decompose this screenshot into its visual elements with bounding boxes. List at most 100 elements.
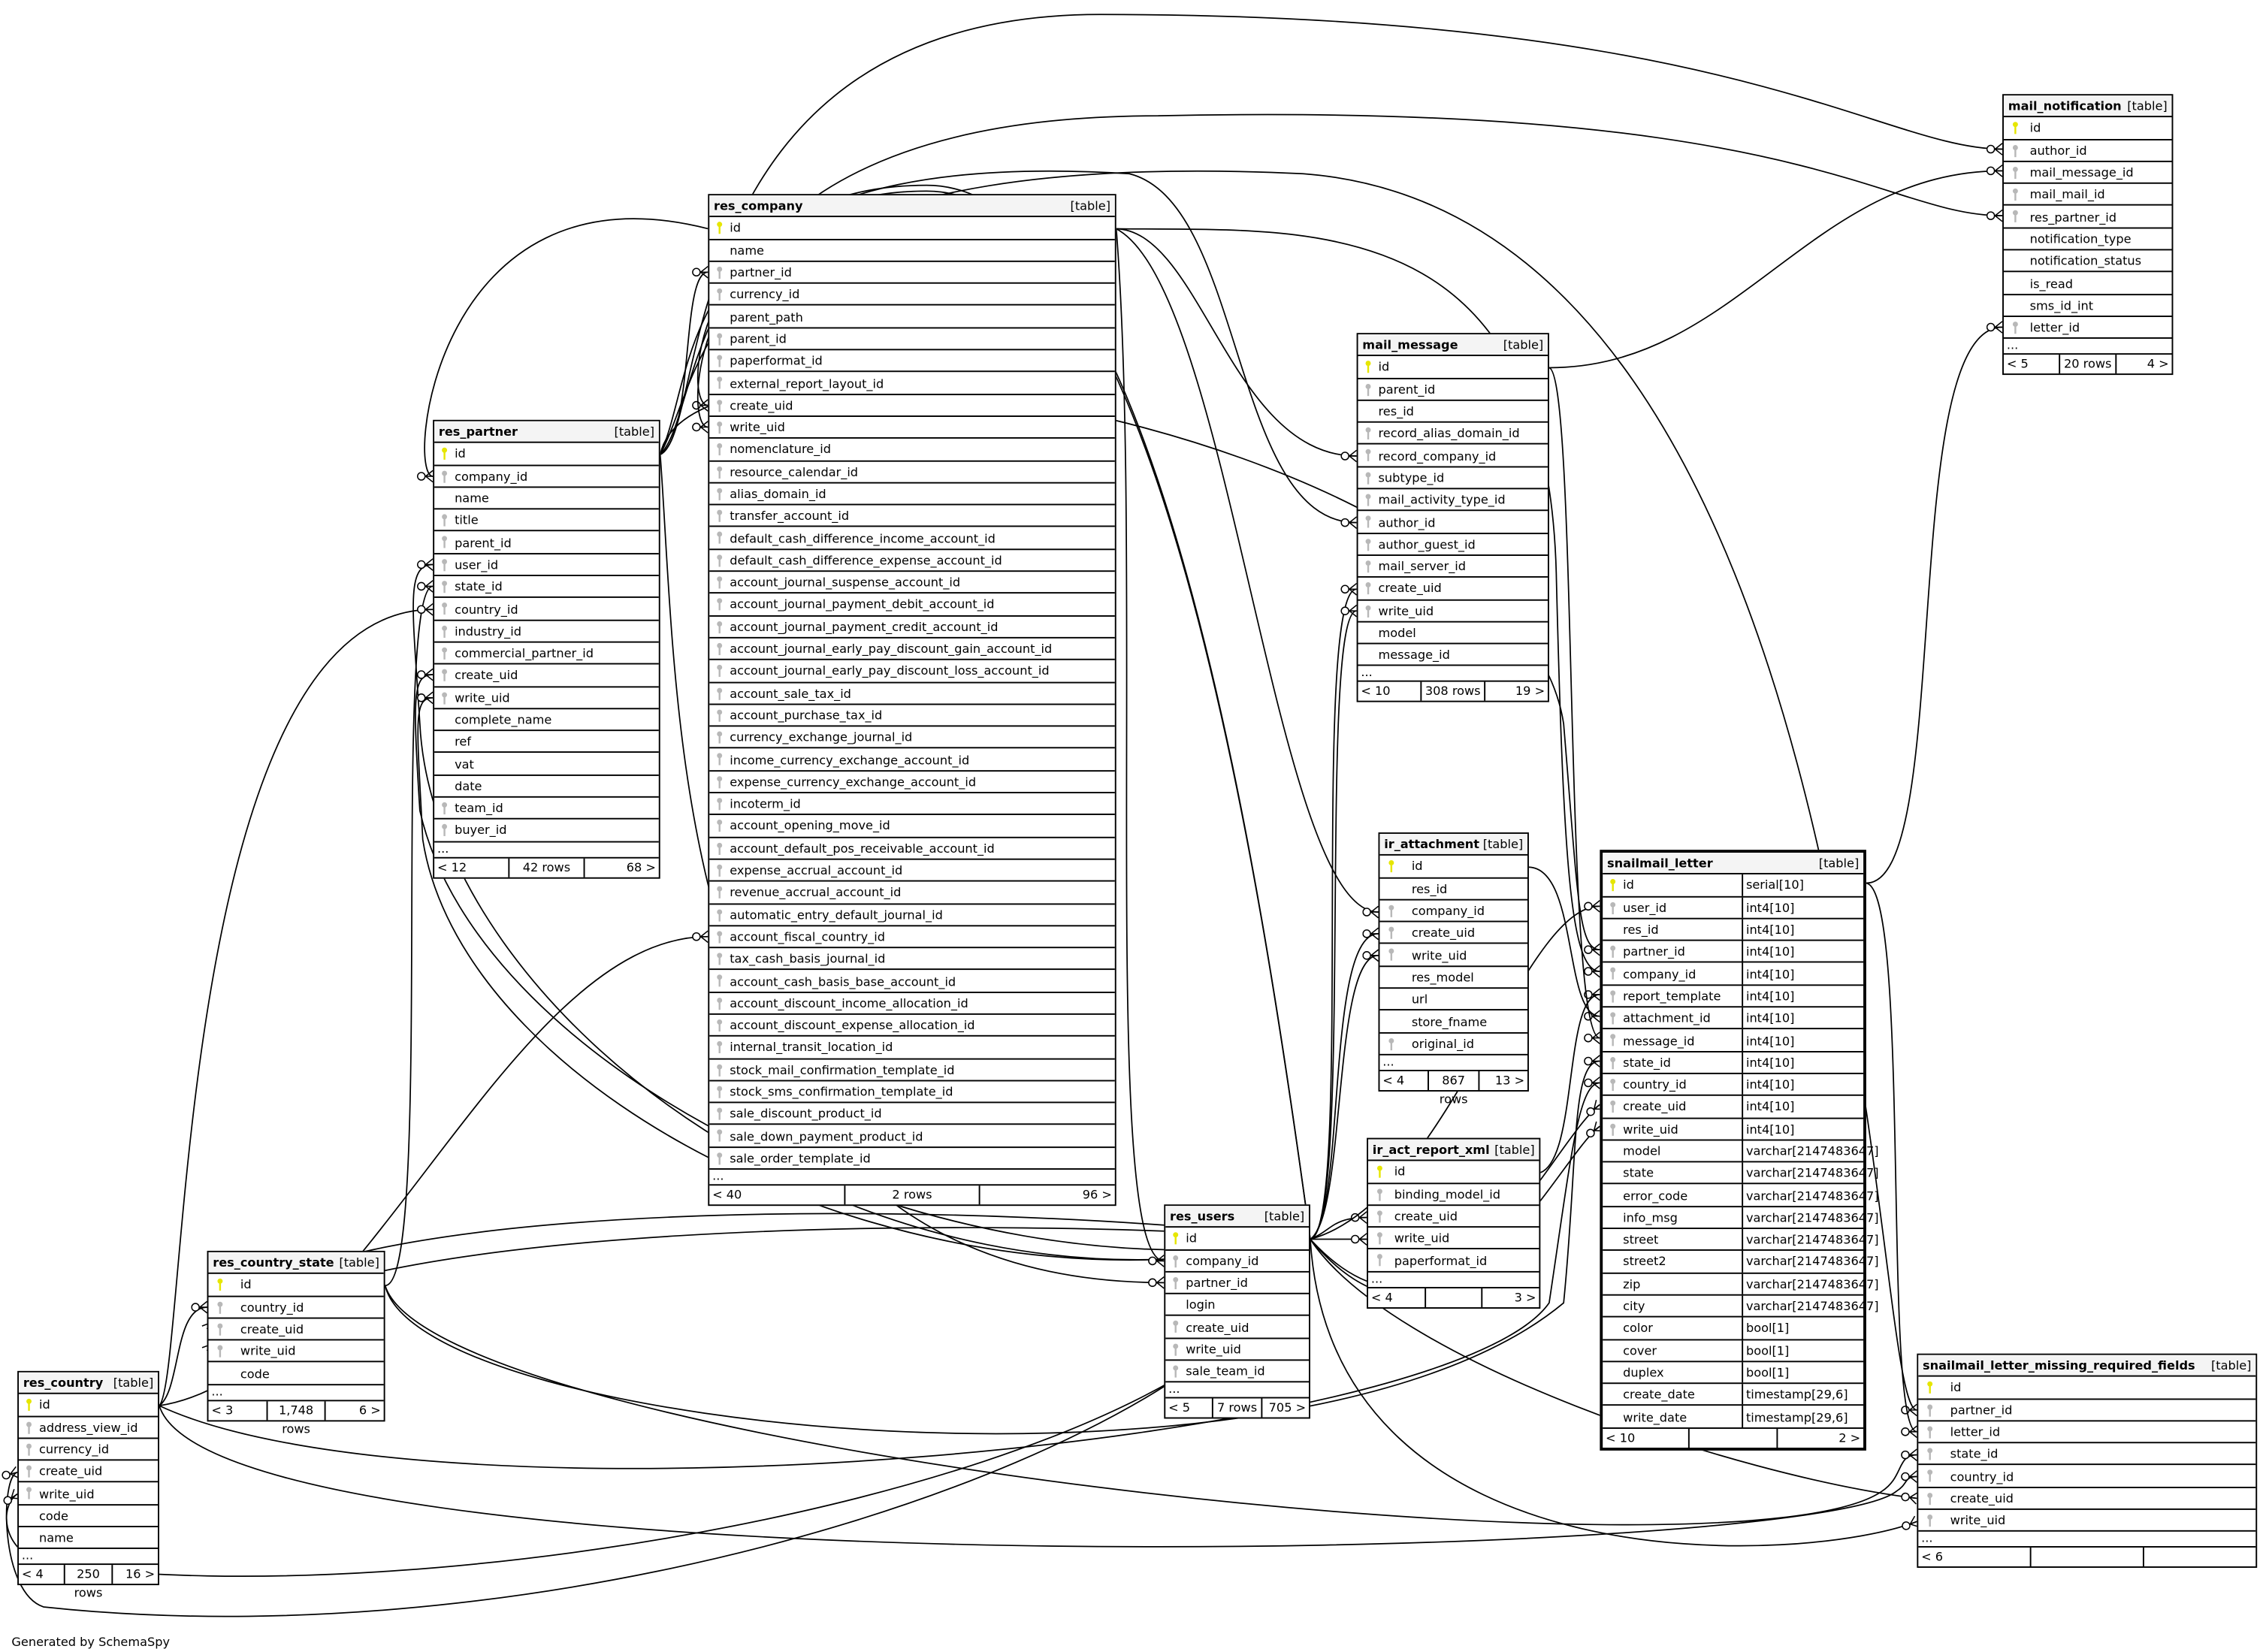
column-row[interactable]: author_id <box>1358 512 1548 534</box>
column-row[interactable]: sale_team_id <box>1165 1361 1310 1384</box>
parents-count-link[interactable]: < 40 <box>709 1185 845 1205</box>
column-row[interactable]: transfer_account_id <box>709 506 1115 528</box>
more-columns-ellipsis[interactable]: ... <box>1368 1272 1539 1288</box>
table-name[interactable]: snailmail_letter_missing_required_fields <box>1923 1358 2195 1373</box>
column-row[interactable]: default_cash_difference_income_account_i… <box>709 527 1115 550</box>
column-row[interactable]: mail_message_id <box>2003 162 2172 185</box>
column-row[interactable]: account_discount_income_allocation_id <box>709 992 1115 1015</box>
column-row[interactable]: country_id <box>1918 1466 2256 1488</box>
column-row[interactable]: id <box>1918 1377 2256 1400</box>
column-row[interactable]: currency_exchange_journal_id <box>709 727 1115 750</box>
parents-count-link[interactable]: < 4 <box>1379 1071 1430 1090</box>
more-columns-ellipsis[interactable]: ... <box>1918 1532 2256 1548</box>
column-row[interactable]: name <box>434 488 659 510</box>
column-row[interactable]: write_uid <box>19 1483 159 1506</box>
column-row[interactable]: res_partner_id <box>2003 207 2172 229</box>
column-row[interactable]: id <box>1358 357 1548 379</box>
column-row[interactable]: company_id <box>1379 900 1527 923</box>
column-row[interactable]: address_view_id <box>19 1417 159 1439</box>
column-row[interactable]: name <box>709 240 1115 262</box>
table-header[interactable]: snailmail_letter[table] <box>1603 853 1864 875</box>
column-row[interactable]: vat <box>434 754 659 776</box>
parents-count-link[interactable]: < 4 <box>19 1565 66 1584</box>
column-row[interactable]: mail_activity_type_id <box>1358 489 1548 512</box>
table-name[interactable]: ir_act_report_xml <box>1372 1142 1490 1157</box>
column-row[interactable]: buyer_id <box>434 820 659 842</box>
table-header[interactable]: res_company[table] <box>709 195 1115 218</box>
column-row[interactable]: id <box>208 1274 384 1297</box>
more-columns-ellipsis[interactable]: ... <box>1165 1383 1310 1400</box>
column-row[interactable]: url <box>1379 989 1527 1011</box>
column-row[interactable]: sale_order_template_id <box>709 1148 1115 1170</box>
column-row[interactable]: is_read <box>2003 273 2172 295</box>
column-row[interactable]: notification_type <box>2003 228 2172 251</box>
column-row[interactable]: write_uid <box>709 417 1115 439</box>
column-row[interactable]: create_uid <box>208 1318 384 1341</box>
table-header[interactable]: ir_act_report_xml[table] <box>1368 1139 1539 1162</box>
column-row[interactable]: expense_currency_exchange_account_id <box>709 772 1115 794</box>
column-row[interactable]: account_fiscal_country_id <box>709 926 1115 949</box>
parents-count-link[interactable]: < 12 <box>434 858 510 877</box>
parents-count-link[interactable]: < 3 <box>208 1400 267 1420</box>
column-row[interactable]: parent_id <box>1358 379 1548 401</box>
table-header[interactable]: res_users[table] <box>1165 1206 1310 1228</box>
column-row[interactable]: res_id <box>1379 878 1527 901</box>
children-count-link[interactable]: 705 > <box>1268 1400 1307 1415</box>
column-row[interactable]: create_uid <box>1165 1317 1310 1339</box>
column-row[interactable]: write_uid <box>1379 944 1527 967</box>
column-row[interactable]: commercial_partner_id <box>434 643 659 666</box>
column-row[interactable]: incoterm_id <box>709 793 1115 816</box>
column-row[interactable]: stock_mail_confirmation_template_id <box>709 1059 1115 1082</box>
column-row[interactable]: parent_id <box>434 532 659 554</box>
more-columns-ellipsis[interactable]: ... <box>19 1549 159 1566</box>
children-count-link[interactable]: 16 > <box>125 1566 156 1582</box>
column-row[interactable]: code <box>19 1506 159 1528</box>
column-row[interactable]: name <box>19 1527 159 1550</box>
column-row[interactable]: user_id <box>434 554 659 577</box>
column-row[interactable]: account_journal_payment_debit_account_id <box>709 594 1115 617</box>
column-row[interactable]: create_uid <box>709 394 1115 417</box>
column-row[interactable]: subtype_id <box>1358 467 1548 490</box>
column-row[interactable]: internal_transit_location_id <box>709 1037 1115 1059</box>
column-row[interactable]: write_uid <box>1165 1339 1310 1361</box>
table-name[interactable]: res_country_state <box>213 1255 334 1270</box>
column-row[interactable]: write_uid <box>1918 1510 2256 1533</box>
table-header[interactable]: mail_message[table] <box>1358 334 1548 357</box>
more-columns-ellipsis[interactable]: ... <box>709 1170 1115 1186</box>
table-header[interactable]: ir_attachment[table] <box>1379 833 1527 856</box>
column-row[interactable]: mail_mail_id <box>2003 184 2172 207</box>
more-columns-ellipsis[interactable]: ... <box>208 1385 384 1401</box>
column-row[interactable]: nomenclature_id <box>709 439 1115 461</box>
column-row[interactable]: code <box>208 1363 384 1385</box>
parents-count-link[interactable]: < 5 <box>1165 1399 1214 1418</box>
column-row[interactable]: team_id <box>434 798 659 820</box>
column-row[interactable]: author_id <box>2003 140 2172 162</box>
parents-count-link[interactable]: < 10 <box>1603 1428 1690 1448</box>
children-count-link[interactable]: 68 > <box>626 859 656 874</box>
column-row[interactable]: record_company_id <box>1358 445 1548 467</box>
table-name[interactable]: res_country <box>23 1375 104 1391</box>
column-row[interactable]: partner_id <box>1165 1273 1310 1295</box>
column-row[interactable]: create_uid <box>1379 923 1527 945</box>
table-name[interactable]: ir_attachment <box>1384 837 1480 852</box>
column-row[interactable]: res_id <box>1358 401 1548 424</box>
column-row[interactable]: resource_calendar_id <box>709 461 1115 484</box>
table-header[interactable]: res_country[table] <box>19 1372 159 1395</box>
children-count-link[interactable]: 2 > <box>1838 1430 1861 1445</box>
column-row[interactable]: currency_id <box>709 284 1115 307</box>
